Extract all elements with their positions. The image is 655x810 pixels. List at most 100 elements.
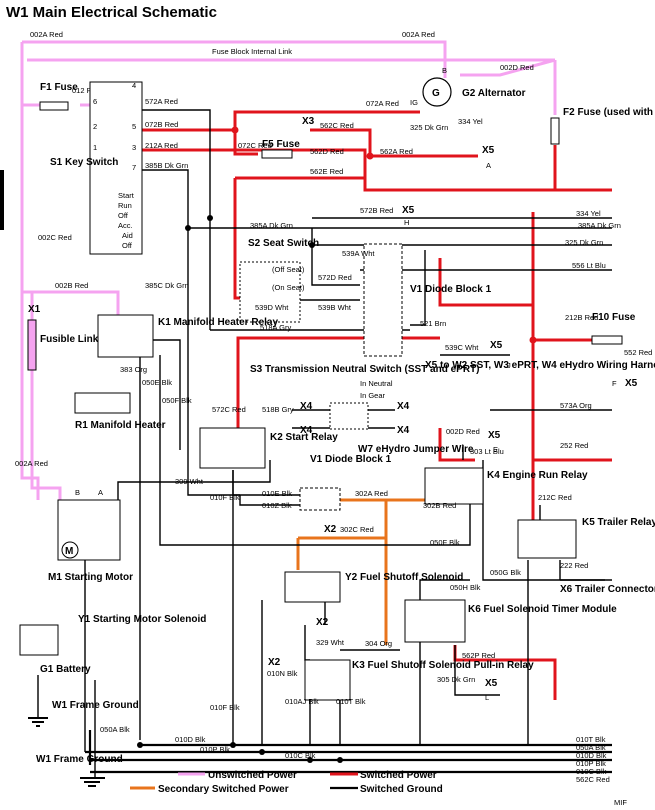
legend-switched: Switched Power bbox=[360, 770, 437, 781]
gear-neutral: In Neutral bbox=[360, 379, 393, 388]
g2-alternator: G G2 Alternator B IG bbox=[410, 66, 526, 107]
wl-334: 334 Yel bbox=[458, 117, 483, 126]
wl-572b: 572B Red bbox=[360, 206, 393, 215]
wl-385b: 385B Dk Grn bbox=[145, 161, 188, 170]
m1-label: M1 Starting Motor bbox=[48, 572, 133, 583]
wl-222: 222 Red bbox=[560, 561, 588, 570]
junction-dots bbox=[137, 126, 537, 763]
f1-label: F1 Fuse bbox=[40, 82, 78, 93]
wl-521: 521 Brn bbox=[420, 319, 446, 328]
k6-timer-module: K6 Fuel Solenoid Timer Module bbox=[404, 599, 617, 643]
w7-label: W7 eHydro Jumper Wire bbox=[358, 444, 474, 455]
connector-x5-e: X5 bbox=[488, 430, 501, 441]
wl-212b: 212B Red bbox=[565, 313, 598, 322]
wl-385a: 385A Dk Grn bbox=[578, 221, 621, 230]
connector-x4-d: X4 bbox=[397, 425, 410, 436]
key-pos-run: Run bbox=[118, 201, 132, 210]
wl-325-dk: 325 Dk Grn bbox=[565, 238, 603, 247]
k2-label: K2 Start Relay bbox=[270, 432, 338, 443]
wl-010c: 010C Blk bbox=[285, 751, 316, 760]
g2-label: G2 Alternator bbox=[462, 88, 526, 99]
g1-battery: G1 Battery bbox=[19, 624, 91, 675]
s1-pin5: 5 bbox=[132, 122, 136, 131]
s3-label: S3 Transmission Neutral Switch (SST and … bbox=[250, 364, 480, 375]
key-pos-start: Start bbox=[118, 191, 135, 200]
wl-552: 552 Red bbox=[624, 348, 652, 357]
legend-secondary: Secondary Switched Power bbox=[158, 784, 289, 795]
pin-e: E bbox=[493, 445, 498, 454]
k2-start-relay: K2 Start Relay bbox=[199, 427, 338, 469]
pin-l: L bbox=[485, 693, 489, 702]
wl-050f: 050F Blk bbox=[162, 396, 192, 405]
legend-ground: Switched Ground bbox=[360, 784, 443, 795]
wl-325: 325 Dk Grn bbox=[410, 123, 448, 132]
connector-x5-a: X5 bbox=[482, 145, 495, 156]
fusible-link-label: Fusible Link bbox=[40, 334, 99, 345]
key-pos-aid: Aid bbox=[122, 231, 133, 240]
g2-pin-ig: IG bbox=[410, 98, 418, 107]
wl-562p: 562P Red bbox=[462, 651, 495, 660]
wl-050f-2: 050F Blk bbox=[430, 538, 460, 547]
v1-diode-block-mid: V1 Diode Block 1 bbox=[299, 454, 392, 511]
wl-539a: 539A Wht bbox=[342, 249, 375, 258]
wl-309: 309 Wht bbox=[175, 477, 204, 486]
s1-pin3: 3 bbox=[132, 143, 136, 152]
wl-302c: 302C Red bbox=[340, 525, 374, 534]
frame-ground-1: W1 Frame Ground bbox=[28, 700, 139, 727]
s3-neutral-switch: S3 Transmission Neutral Switch (SST and … bbox=[250, 364, 480, 430]
pin-a: A bbox=[486, 161, 491, 170]
v1a-label: V1 Diode Block 1 bbox=[410, 284, 492, 295]
x1-label: X1 bbox=[28, 304, 41, 315]
connector-x2-a: X2 bbox=[324, 524, 337, 535]
f1-fuse: F1 Fuse 012 Red bbox=[39, 82, 100, 111]
wl-002b: 002B Red bbox=[55, 281, 88, 290]
wl-010n: 010N Blk bbox=[267, 669, 298, 678]
wl-562c: 562C Red bbox=[320, 121, 354, 130]
wl-212a: 212A Red bbox=[145, 141, 178, 150]
f5-label: F5 Fuse bbox=[262, 139, 300, 150]
w012-label: 012 Red bbox=[72, 86, 100, 95]
connector-x4-c: X4 bbox=[300, 425, 313, 436]
pin-f: F bbox=[612, 379, 617, 388]
seat-pos-off: (Off Seat) bbox=[272, 265, 305, 274]
k1-label: K1 Manifold Heater Relay bbox=[158, 317, 278, 328]
connector-x5-h: X5 bbox=[402, 205, 415, 216]
y1-label: Y1 Starting Motor Solenoid bbox=[78, 614, 206, 625]
wl-r-010t: 010T Blk bbox=[576, 735, 606, 744]
gear-in: In Gear bbox=[360, 391, 386, 400]
wl-305: 305 Dk Grn bbox=[437, 675, 475, 684]
wl-302a: 302A Red bbox=[355, 489, 388, 498]
wl-518a: 518A Gry bbox=[260, 323, 292, 332]
wl-002a-left: 002A Red bbox=[15, 459, 48, 468]
wl-562e: 562E Red bbox=[310, 167, 343, 176]
wl-539d: 539D Wht bbox=[255, 303, 289, 312]
f10-label: F10 Fuse bbox=[592, 312, 636, 323]
connector-x4-b: X4 bbox=[397, 401, 410, 412]
wl-562a: 562A Red bbox=[380, 147, 413, 156]
w1-frame2-label: W1 Frame Ground bbox=[36, 754, 123, 765]
wl-334-yel: 334 Yel bbox=[576, 209, 601, 218]
g2-pin-b: B bbox=[442, 66, 447, 75]
connector-x5-f: X5 bbox=[625, 378, 638, 389]
page-title: W1 Main Electrical Schematic bbox=[6, 4, 217, 21]
v1b-label: V1 Diode Block 1 bbox=[310, 454, 392, 465]
k3-label: K3 Fuel Shutoff Solenoid Pull-in Relay bbox=[352, 660, 534, 671]
f2-fuse: F2 Fuse (used with trailer option) bbox=[550, 107, 655, 145]
wl-072a: 072A Red bbox=[366, 99, 399, 108]
x1-fusible-link: X1 Fusible Link bbox=[27, 304, 99, 371]
y2-fuel-shutoff-solenoid: Y2 Fuel Shutoff Solenoid bbox=[284, 571, 463, 603]
k5-label: K5 Trailer Relay (opt.) bbox=[582, 517, 655, 528]
frame-ground-2: W1 Frame Ground bbox=[36, 754, 123, 787]
g1-label: G1 Battery bbox=[40, 664, 91, 675]
wl-556: 556 Lt Blu bbox=[572, 261, 606, 270]
v1-diode-block-top: V1 Diode Block 1 bbox=[363, 243, 492, 357]
svg-text:M: M bbox=[65, 546, 73, 557]
wl-252: 252 Red bbox=[560, 441, 588, 450]
wl-r-562c: 562C Red bbox=[576, 775, 610, 784]
wl-072b: 072B Red bbox=[145, 120, 178, 129]
key-pos-acc: Acc. bbox=[118, 221, 133, 230]
wl-002a-1: 002A Red bbox=[30, 30, 63, 39]
footer-code: MIF bbox=[614, 798, 627, 807]
wl-539c: 539C Wht bbox=[445, 343, 479, 352]
